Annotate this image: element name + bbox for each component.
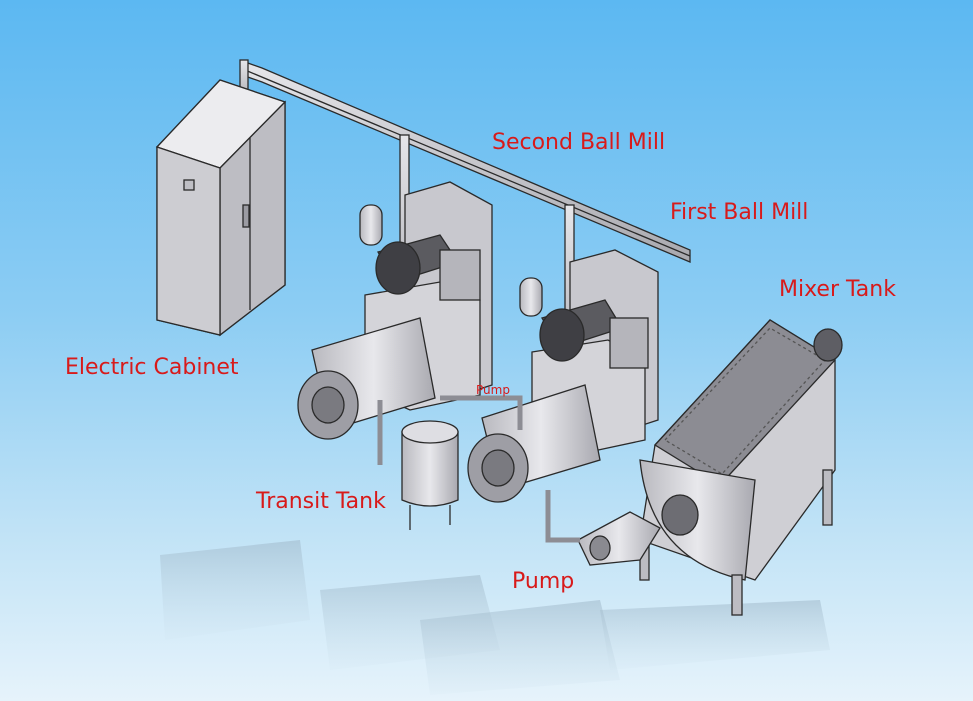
transit-tank <box>377 395 523 530</box>
floor-reflection <box>160 540 830 695</box>
mixer-tank-label: Mixer Tank <box>779 277 896 302</box>
pump-assembly <box>545 490 661 566</box>
first-ball-mill-label: First Ball Mill <box>670 200 809 225</box>
electric-cabinet-label: Electric Cabinet <box>65 355 239 380</box>
pump-label-large: Pump <box>512 569 575 594</box>
mixer-tank <box>639 319 843 616</box>
second-ball-mill-label: Second Ball Mill <box>492 130 666 155</box>
transit-tank-label: Transit Tank <box>256 489 386 514</box>
pump-label-small: Pump <box>476 383 510 397</box>
electric-cabinet <box>155 79 287 337</box>
second-ball-mill <box>297 181 493 440</box>
first-ball-mill <box>467 249 659 503</box>
